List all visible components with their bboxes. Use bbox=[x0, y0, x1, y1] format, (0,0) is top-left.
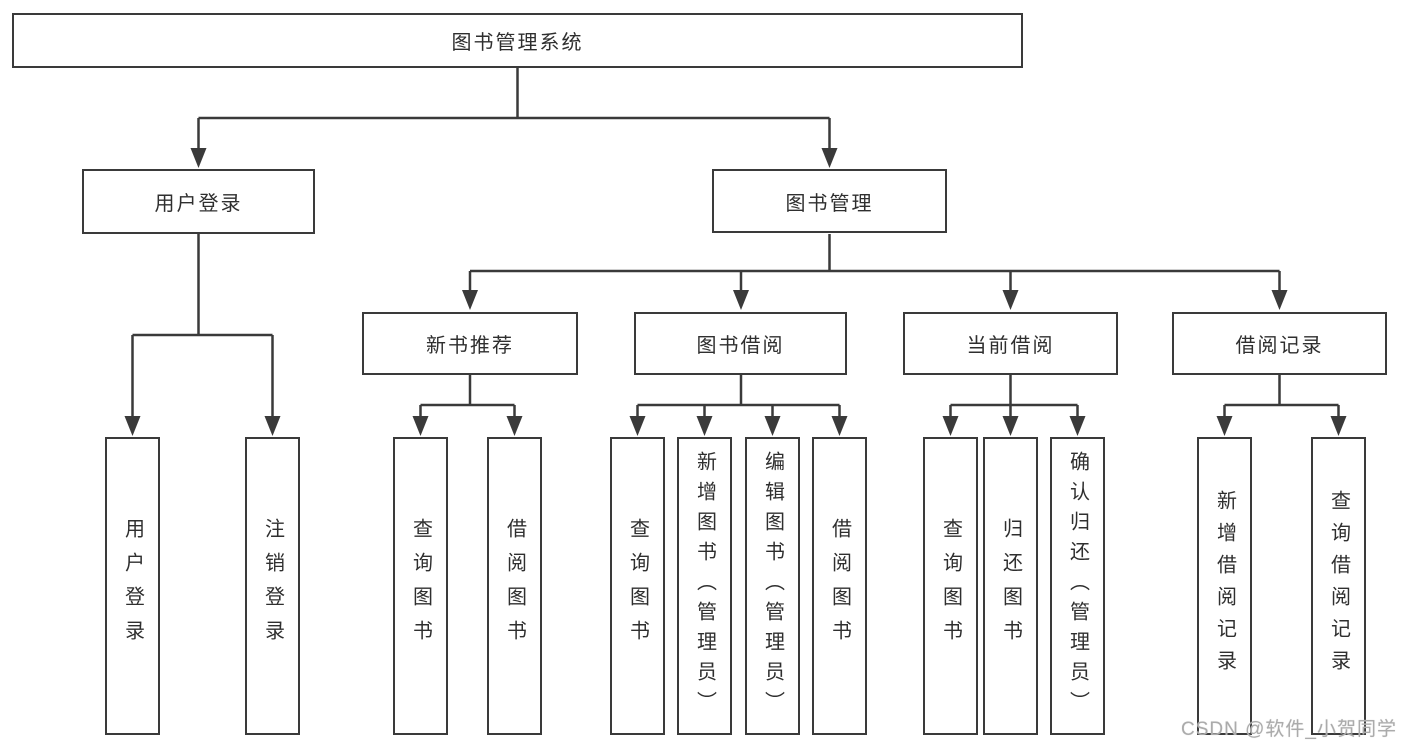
arrowhead bbox=[1002, 416, 1019, 436]
arrowhead bbox=[1216, 416, 1233, 436]
arrowhead bbox=[821, 148, 838, 168]
node-label: 当前借阅 bbox=[966, 335, 1055, 357]
node-library-management-system: 图书管理系统 bbox=[12, 13, 1023, 68]
arrowhead bbox=[942, 416, 959, 436]
leaf-label: 归还图书 bbox=[999, 518, 1022, 654]
leaf-edit-books-admin: 编辑图书（管理员） bbox=[745, 437, 800, 735]
leaf-label: 查询图书 bbox=[939, 518, 962, 654]
leaf-label: 确认归还（管理员） bbox=[1066, 451, 1089, 721]
arrowhead bbox=[733, 290, 749, 310]
arrowhead bbox=[412, 416, 429, 436]
node-new-book-recommendation: 新书推荐 bbox=[362, 312, 578, 375]
leaf-borrow-books-borrowing: 借阅图书 bbox=[812, 437, 867, 735]
arrowhead bbox=[264, 416, 281, 436]
leaf-label: 借阅图书 bbox=[503, 518, 526, 654]
arrowhead bbox=[831, 416, 848, 436]
leaf-logout: 注销登录 bbox=[245, 437, 300, 735]
leaf-label: 查询借阅记录 bbox=[1327, 490, 1350, 682]
node-label: 图书借阅 bbox=[696, 335, 785, 357]
leaf-borrow-books-recommend: 借阅图书 bbox=[487, 437, 542, 735]
leaf-label: 新增图书（管理员） bbox=[693, 451, 716, 721]
arrowhead bbox=[1271, 290, 1288, 310]
arrowhead bbox=[696, 416, 713, 436]
leaf-label: 新增借阅记录 bbox=[1213, 490, 1236, 682]
node-book-borrowing: 图书借阅 bbox=[634, 312, 847, 375]
node-label: 用户登录 bbox=[154, 193, 243, 215]
node-current-borrowing: 当前借阅 bbox=[903, 312, 1118, 375]
arrowhead bbox=[462, 290, 478, 310]
node-borrowing-records: 借阅记录 bbox=[1172, 312, 1387, 375]
leaf-label: 编辑图书（管理员） bbox=[761, 451, 784, 721]
node-label: 图书管理 bbox=[785, 192, 874, 215]
arrowhead bbox=[629, 416, 646, 436]
arrowhead bbox=[506, 416, 523, 436]
arrowhead bbox=[190, 148, 207, 168]
leaf-label: 借阅图书 bbox=[828, 518, 851, 654]
node-label: 新书推荐 bbox=[426, 335, 514, 357]
leaf-add-books-admin: 新增图书（管理员） bbox=[677, 437, 732, 735]
node-label: 借阅记录 bbox=[1235, 335, 1324, 357]
leaf-label: 注销登录 bbox=[261, 518, 284, 654]
arrowhead bbox=[764, 416, 781, 436]
leaf-query-books-borrowing: 查询图书 bbox=[610, 437, 665, 735]
leaf-label: 查询图书 bbox=[409, 518, 432, 654]
leaf-add-borrow-record: 新增借阅记录 bbox=[1197, 437, 1252, 735]
leaf-user-login: 用户登录 bbox=[105, 437, 160, 735]
leaf-label: 查询图书 bbox=[626, 518, 649, 654]
arrowhead bbox=[124, 416, 141, 436]
leaf-confirm-return-admin: 确认归还（管理员） bbox=[1050, 437, 1105, 735]
arrowhead bbox=[1002, 290, 1019, 310]
csdn-watermark: CSDN @软件_小贺同学 bbox=[1181, 719, 1397, 740]
leaf-query-books-recommend: 查询图书 bbox=[393, 437, 448, 735]
arrowhead bbox=[1069, 416, 1086, 436]
leaf-query-borrow-record: 查询借阅记录 bbox=[1311, 437, 1366, 735]
node-label: 图书管理系统 bbox=[451, 32, 584, 54]
node-book-management: 图书管理 bbox=[712, 169, 947, 233]
leaf-return-books: 归还图书 bbox=[983, 437, 1038, 735]
node-user-login: 用户登录 bbox=[82, 169, 315, 234]
arrowhead bbox=[1330, 416, 1347, 436]
leaf-query-books-current: 查询图书 bbox=[923, 437, 978, 735]
leaf-label: 用户登录 bbox=[121, 518, 144, 654]
